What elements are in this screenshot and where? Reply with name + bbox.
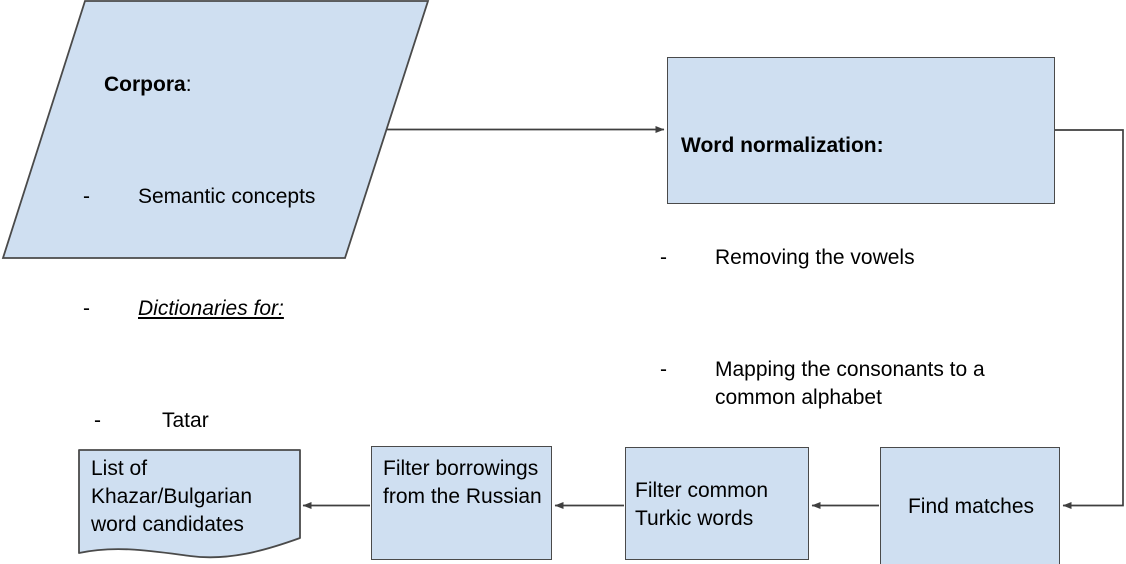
word-normalization-item-0-label: Removing the vowels xyxy=(715,246,915,269)
word-normalization-item-1-dash: - xyxy=(660,358,667,381)
node-word-candidates-list[interactable]: List of Khazar/Bulgarian word candidates xyxy=(78,449,303,561)
word-normalization-item-1-label: Mapping the consonants to a common alpha… xyxy=(715,358,991,409)
parallelogram-shape xyxy=(1,0,430,259)
node-corpora[interactable]: Corpora: - Semantic concepts - Dictionarie… xyxy=(0,0,430,544)
corpora-item-0-dash: - xyxy=(83,185,90,208)
edge-word-normalization-to-find-matches xyxy=(1055,129,1124,509)
corpora-item-1-label: Dictionaries for: xyxy=(138,297,284,320)
corpora-title-row: Corpora: xyxy=(104,71,404,99)
corpora-title: Corpora xyxy=(104,73,186,96)
word-normalization-item-0: - Removing the vowels xyxy=(660,244,1053,272)
node-word-normalization[interactable]: Word normalization: - Removing the vowels… xyxy=(660,57,1055,409)
corpora-subitem-0-label: Tatar xyxy=(162,409,209,432)
corpora-subitem-0: - Tatar xyxy=(94,407,404,435)
word-normalization-item-0-dash: - xyxy=(660,246,667,269)
node-filter-borrowings-from-russian[interactable]: Filter borrowings from the Russian xyxy=(371,446,552,560)
node-filter-common-turkic-words-label: Filter common Turkic words xyxy=(635,478,774,530)
corpora-item-1: - Dictionaries for: xyxy=(83,295,404,323)
corpora-subitem-0-dash: - xyxy=(94,409,101,432)
node-find-matches-label: Find matches xyxy=(907,495,1035,518)
node-filter-borrowings-from-russian-label: Filter borrowings from the Russian xyxy=(383,457,545,508)
node-filter-common-turkic-words[interactable]: Filter common Turkic words xyxy=(625,447,809,560)
corpora-item-1-dash: - xyxy=(83,297,90,320)
corpora-title-suffix: : xyxy=(185,73,192,96)
document-shape xyxy=(78,449,301,559)
node-word-normalization-text: Word normalization: - Removing the vowels… xyxy=(660,76,1053,468)
corpora-item-0-label: Semantic concepts xyxy=(138,185,316,208)
word-normalization-title: Word normalization: xyxy=(681,134,884,157)
node-find-matches[interactable]: Find matches xyxy=(880,447,1060,564)
word-normalization-item-1: - Mapping the consonants to a common alph… xyxy=(660,356,1053,412)
node-word-candidates-list-label: List of Khazar/Bulgarian word candidates xyxy=(91,457,258,536)
corpora-item-0: - Semantic concepts xyxy=(83,183,404,211)
